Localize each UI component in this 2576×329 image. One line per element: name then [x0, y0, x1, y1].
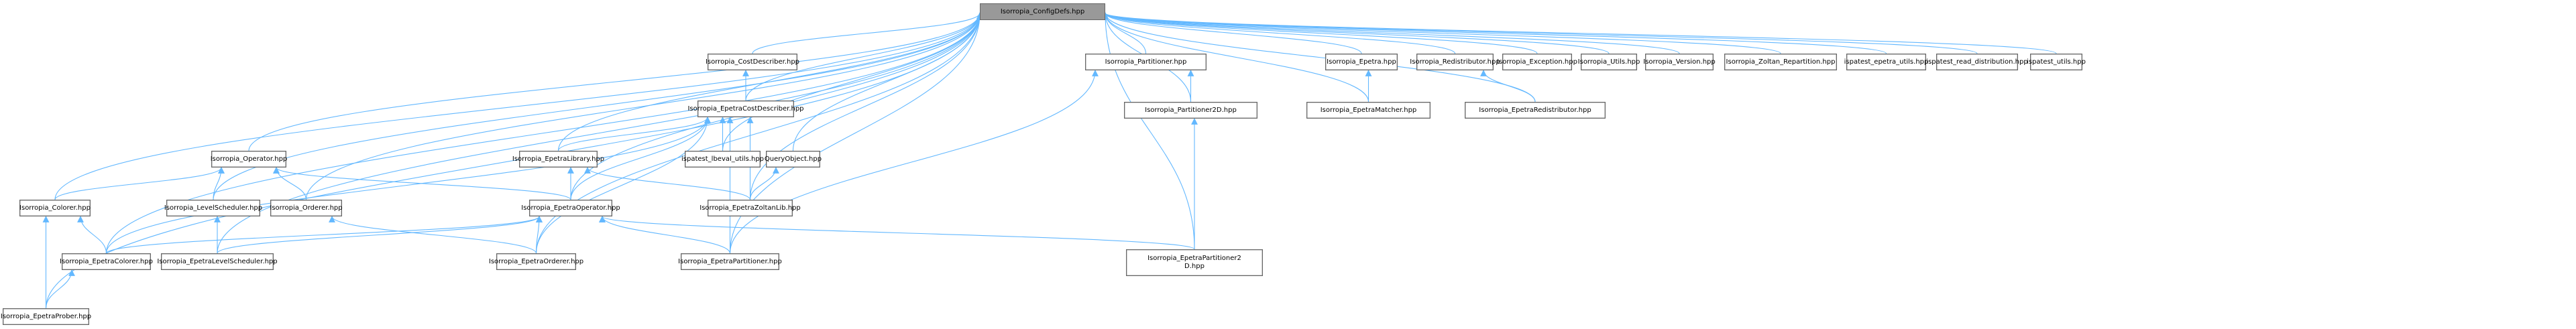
edge-epetracostdescriber-to-configdefs	[745, 12, 983, 101]
edge-epetraoperator-to-epetracostdescriber	[570, 117, 711, 200]
node-isorropia-epetraorderer[interactable]: Isorropia_EpetraOrderer.hpp	[489, 253, 583, 270]
edge-epetracolorer-to-configdefs	[105, 12, 983, 254]
edge-epetrazoltanlib-to-configdefs	[749, 12, 983, 200]
node-isorropia-epetra[interactable]: Isorropia_Epetra.hpp	[1325, 54, 1398, 70]
edge-queryobject-to-configdefs	[792, 12, 983, 151]
node-isorropia-epetramatcher[interactable]: Isorropia_EpetraMatcher.hpp	[1306, 102, 1431, 119]
edge-ispatest_epetra_utils-to-configdefs	[1102, 12, 1887, 54]
edge-epetrazoltanlib-to-epetralibrary	[584, 167, 751, 200]
edge-operator-to-configdefs	[248, 12, 983, 151]
edge-version-to-configdefs	[1102, 12, 1680, 54]
node-ispatest-epetra-utils[interactable]: ispatest_epetra_utils.hpp	[1844, 54, 1928, 70]
node-isorropia-configdefs[interactable]: Isorropia_ConfigDefs.hpp	[980, 3, 1105, 20]
edge-epetraorderer-to-orderer	[329, 216, 537, 254]
edge-epetrapartitioner-to-configdefs	[729, 12, 983, 254]
edge-epetralevelscheduler-to-configdefs	[217, 12, 983, 254]
edge-costdescriber-to-configdefs	[752, 12, 983, 54]
node-isorropia-utils[interactable]: Isorropia_Utils.hpp	[1578, 54, 1640, 70]
edge-colorer-to-configdefs	[54, 12, 983, 200]
edge-epetraorderer-to-epetraoperator	[535, 216, 543, 254]
node-isorropia-epetraredistributor[interactable]: Isorropia_EpetraRedistributor.hpp	[1465, 102, 1606, 119]
edge-exception-to-configdefs	[1102, 12, 1538, 54]
node-ispatest-read-distribution[interactable]: ispatest_read_distribution.hpp	[1926, 54, 2028, 70]
node-isorropia-operator[interactable]: Isorropia_Operator.hpp	[211, 151, 287, 168]
node-isorropia-epetrazoltanlib[interactable]: Isorropia_EpetraZoltanLib.hpp	[699, 200, 801, 216]
edge-epetrazoltanlib-to-queryobject	[749, 167, 779, 200]
node-isorropia-redistributor[interactable]: Isorropia_Redistributor.hpp	[1410, 54, 1500, 70]
edge-colorer-to-operator	[54, 167, 225, 200]
node-isorropia-epetracostdescriber[interactable]: Isorropia_EpetraCostDescriber.hpp	[687, 101, 804, 117]
node-ispatest-lbeval-utils[interactable]: ispatest_lbeval_utils.hpp	[681, 151, 764, 168]
node-isorropia-levelscheduler[interactable]: Isorropia_LevelScheduler.hpp	[164, 200, 262, 216]
node-isorropia-epetrapartitioner[interactable]: Isorropia_EpetraPartitioner.hpp	[678, 253, 782, 270]
edge-epetraoperator-to-operator	[273, 167, 571, 200]
edge-epetrapartitioner-to-epetraoperator	[599, 216, 731, 254]
edge-epetraredistributor-to-redistributor	[1480, 70, 1536, 103]
node-isorropia-partitioner2d[interactable]: Isorropia_Partitioner2D.hpp	[1124, 102, 1257, 119]
edge-epetrapartitioner-to-partitioner	[729, 70, 1099, 254]
node-isorropia-partitioner[interactable]: Isorropia_Partitioner.hpp	[1085, 54, 1207, 70]
node-isorropia-epetraprober[interactable]: Isorropia_EpetraProber.hpp	[1, 308, 91, 325]
edge-epetracolorer-to-epetracostdescriber	[105, 117, 711, 254]
node-isorropia-epetralevelscheduler[interactable]: Isorropia_EpetraLevelScheduler.hpp	[157, 253, 278, 270]
node-isorropia-orderer[interactable]: Isorropia_Orderer.hpp	[270, 200, 343, 216]
node-queryobject[interactable]: QueryObject.hpp	[765, 151, 822, 168]
node-isorropia-epetraoperator[interactable]: Isorropia_EpetraOperator.hpp	[521, 200, 620, 216]
edge-utils-to-configdefs	[1102, 12, 1610, 54]
edge-epetrapartitioner2d-to-epetraoperator	[599, 216, 1195, 250]
edge-epetraorderer-to-epetracostdescriber	[535, 117, 711, 254]
node-ispatest-utils[interactable]: ispatest_utils.hpp	[2027, 54, 2086, 70]
edge-epetra-to-configdefs	[1102, 12, 1362, 54]
edge-epetramatcher-to-configdefs	[1102, 12, 1369, 103]
edge-levelscheduler-to-operator	[213, 167, 225, 200]
edge-redistributor-to-configdefs	[1102, 12, 1456, 54]
edge-orderer-to-operator	[273, 167, 307, 200]
edge-epetraprober-to-epetracolorer	[45, 269, 75, 309]
node-isorropia-version[interactable]: Isorropia_Version.hpp	[1643, 54, 1716, 70]
edge-epetralevelscheduler-to-epetraoperator	[217, 216, 543, 254]
node-isorropia-colorer[interactable]: Isorropia_Colorer.hpp	[19, 200, 91, 216]
edge-zoltanrepartition-to-configdefs	[1102, 12, 1781, 54]
edge-epetracolorer-to-epetraoperator	[105, 216, 543, 254]
edge-epetralibrary-to-epetracostdescriber	[557, 117, 711, 151]
edge-epetracolorer-to-colorer	[77, 216, 107, 254]
edge-lbeval_utils-to-configdefs	[722, 12, 983, 151]
edge-epetrapartitioner2d-to-configdefs	[1102, 12, 1195, 250]
edge-ispatest_utils-to-configdefs	[1102, 12, 2057, 54]
node-isorropia-epetralibrary[interactable]: Isorropia_EpetraLibrary.hpp	[512, 151, 604, 168]
node-isorropia-exception[interactable]: Isorropia_Exception.hpp	[1497, 54, 1577, 70]
node-isorropia-costdescriber[interactable]: Isorropia_CostDescriber.hpp	[706, 54, 799, 70]
node-isorropia-epetracolorer[interactable]: Isorropia_EpetraColorer.hpp	[60, 253, 153, 270]
edge-orderer-to-configdefs	[305, 12, 983, 200]
node-isorropia-zoltan-repartition[interactable]: Isorropia_Zoltan_Repartition.hpp	[1724, 54, 1837, 70]
node-isorropia-epetrapartitioner2d[interactable]: Isorropia_EpetraPartitioner2 D.hpp	[1126, 249, 1263, 276]
